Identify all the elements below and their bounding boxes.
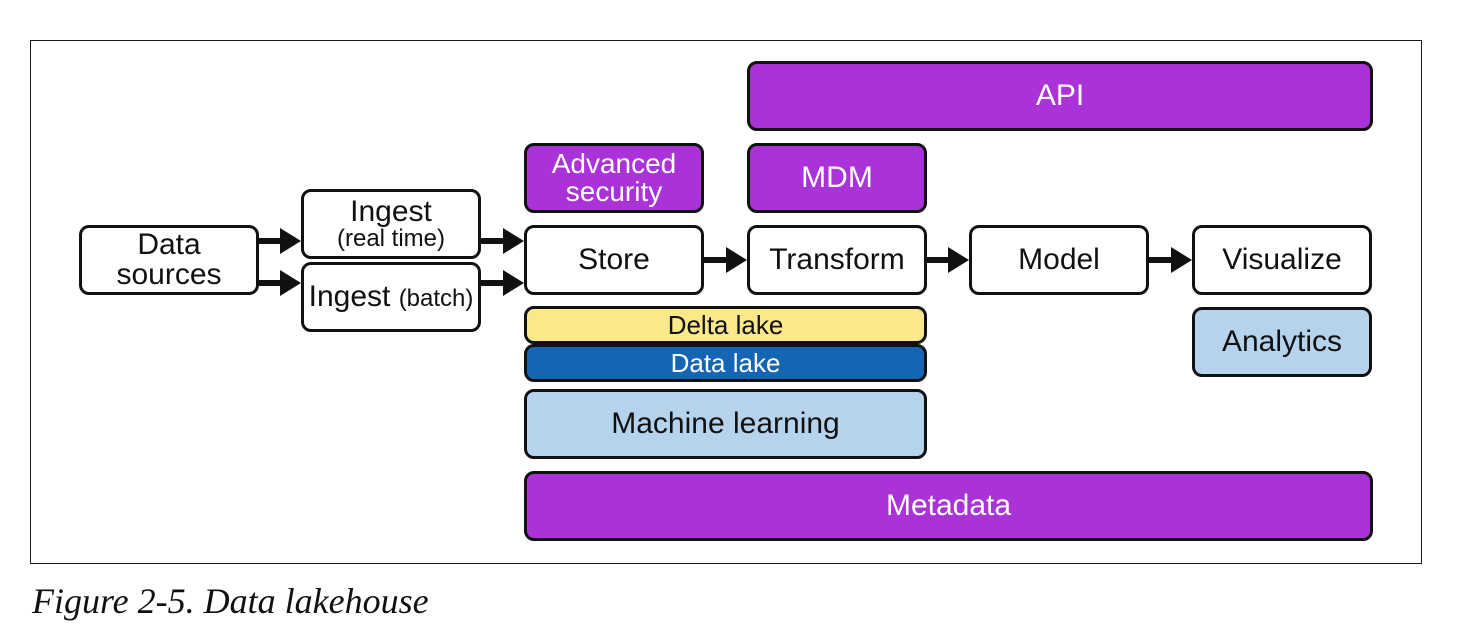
advanced-security-box: Advanced security — [524, 143, 704, 213]
machine-learning-label: Machine learning — [611, 407, 840, 440]
ingest-batch-sub: (batch) — [398, 285, 474, 312]
analytics-box: Analytics — [1192, 307, 1372, 377]
api-label: API — [1035, 79, 1085, 112]
model-box: Model — [969, 225, 1149, 295]
metadata-box: Metadata — [524, 471, 1373, 541]
transform-label: Transform — [769, 243, 905, 276]
diagram-frame — [30, 40, 1422, 564]
machine-learning-box: Machine learning — [524, 389, 927, 459]
mdm-label: MDM — [801, 161, 873, 194]
model-label: Model — [1018, 243, 1100, 276]
ingest-real-time-box: Ingest (real time) — [301, 189, 481, 259]
data-lake-box: Data lake — [524, 344, 927, 382]
store-label: Store — [578, 243, 650, 276]
visualize-box: Visualize — [1192, 225, 1372, 295]
metadata-label: Metadata — [885, 489, 1012, 522]
visualize-label: Visualize — [1222, 243, 1342, 276]
data-lake-label: Data lake — [670, 348, 781, 378]
data-sources-label: Data sources — [116, 228, 222, 291]
ingest-batch-main: Ingest — [308, 280, 391, 313]
ingest-real-time-sub: (real time) — [336, 225, 445, 252]
ingest-batch-box: Ingest (batch) — [301, 262, 481, 332]
ingest-real-time-main: Ingest — [350, 195, 432, 228]
advanced-security-label-line1: Advanced — [551, 148, 677, 179]
api-box: API — [747, 61, 1373, 131]
figure-caption: Figure 2-5. Data lakehouse — [32, 581, 429, 621]
store-box: Store — [524, 225, 704, 295]
advanced-security-label-line2: security — [565, 176, 663, 207]
transform-box: Transform — [747, 225, 927, 295]
delta-lake-box: Delta lake — [524, 306, 927, 344]
data-sources-box: Data sources — [79, 225, 259, 295]
analytics-label: Analytics — [1221, 325, 1343, 358]
mdm-box: MDM — [747, 143, 927, 213]
delta-lake-label: Delta lake — [667, 310, 784, 340]
